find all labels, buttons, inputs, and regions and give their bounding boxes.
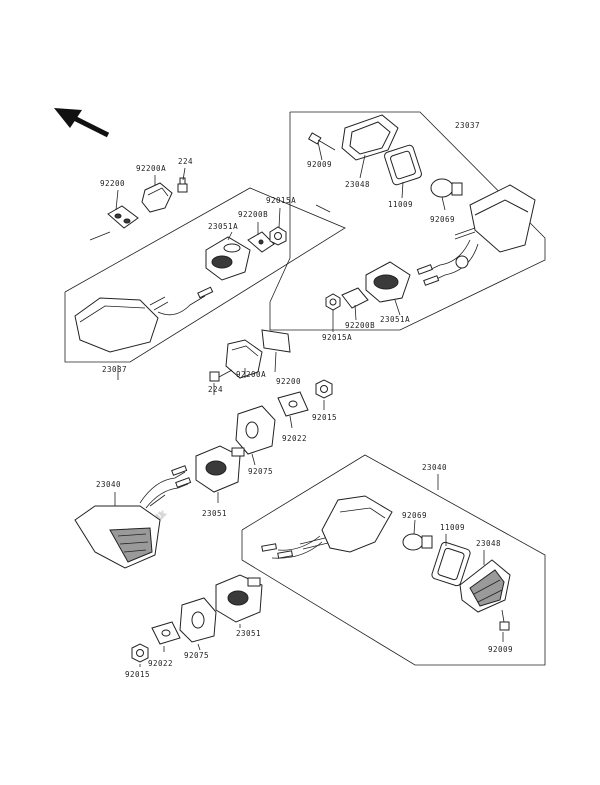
nut-92015A-mid [325,293,341,311]
base-23051A-left [205,236,251,281]
label-92075-bottom: 92075 [184,651,209,660]
label-23040-right: 23040 [422,463,447,472]
cover-92200B-mid [341,287,369,309]
label-92200B-top: 92200B [238,210,268,219]
label-92015A-top: 92015A [266,196,296,205]
label-92069-bottom: 92069 [402,511,427,520]
label-92200-mid: 92200 [276,377,301,386]
housing-23040-right [261,495,393,559]
lens-23048-bottom [459,559,511,613]
label-92009-bottom: 92009 [488,645,513,654]
front-direction-arrow [54,108,110,138]
label-23051-mid: 23051 [202,509,227,518]
bulb-92069-top [430,178,463,198]
label-92022-mid: 92022 [282,434,307,443]
base-23051-bottom [215,574,263,623]
leader-lines [114,141,504,667]
label-23051A-left: 23051A [208,222,238,231]
label-23048-bottom: 23048 [476,539,501,548]
screw-92009-top [307,132,336,151]
screw-224-top [177,177,188,193]
screw-92009-bottom [499,609,510,631]
cover-92200A-mid [225,339,263,379]
gasket-11009-top [384,144,422,186]
base-23051A-top [365,261,411,303]
label-23051A-top: 23051A [380,315,410,324]
lens-23048-top [341,114,399,161]
spacer-92075-bottom [179,597,217,643]
label-23037-left: 23037 [102,365,127,374]
screw-224-mid [209,369,233,382]
cover-92200-mid [261,329,291,353]
spacer-92075-mid [235,405,276,455]
label-92069-top: 92069 [430,215,455,224]
label-92015-mid: 92015 [312,413,337,422]
assembly-frame-bottom-right [241,454,546,666]
nut-92015-mid [315,379,333,399]
label-11009-bottom: 11009 [440,523,465,532]
nut-92015A-top [269,226,287,246]
label-92022-bottom: 92022 [148,659,173,668]
label-224-mid: 224 [208,385,223,394]
label-224-top: 224 [178,157,193,166]
label-92015-bottom: 92015 [125,670,150,679]
label-92200-top: 92200 [100,179,125,188]
nut-92015-bottom [131,643,149,663]
label-23048-top: 23048 [345,180,370,189]
label-23051-bottom: 23051 [236,629,261,638]
label-92015A-mid: 92015A [322,333,352,342]
washer-92022-mid [277,391,309,417]
label-92075-mid: 92075 [248,467,273,476]
cover-92200B-top [247,231,275,253]
housing-23037-top [416,184,536,286]
housing-23037-left [74,286,214,353]
washer-92022-bottom [151,621,181,645]
label-11009-top: 11009 [388,200,413,209]
label-92009-top: 92009 [307,160,332,169]
label-23040-left: 23040 [96,480,121,489]
base-23051-mid [195,445,245,493]
label-92200A-mid: 92200A [236,370,266,379]
assembly-frame-left [64,187,346,363]
assembly-frame-top-right [269,111,546,331]
gasket-11009-bottom [431,541,471,587]
label-92200B-mid: 92200B [345,321,375,330]
label-23037-top: 23037 [455,121,480,130]
cover-92200A-top [141,182,173,213]
label-92200A-top: 92200A [136,164,166,173]
housing-23040-left [74,465,192,569]
bracket-92200-top [107,205,139,229]
bulb-92069-bottom [402,533,433,551]
